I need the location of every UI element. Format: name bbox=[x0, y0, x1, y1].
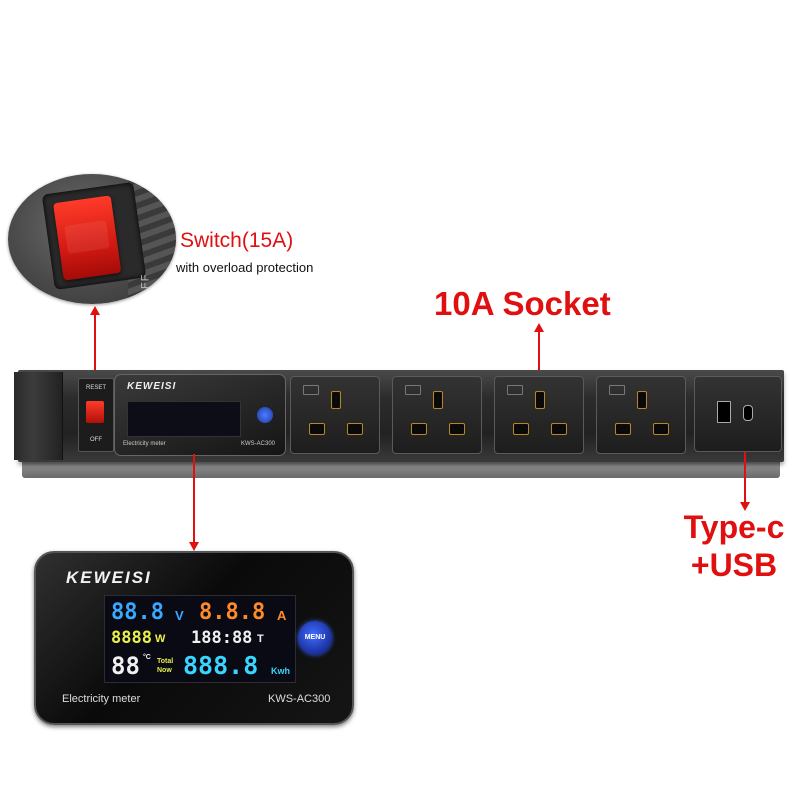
outlet-earth-pin bbox=[433, 391, 443, 409]
switch-subtitle: with overload protection bbox=[176, 260, 314, 275]
meter-arrow-line bbox=[193, 454, 195, 544]
outlet-neutral-pin bbox=[653, 423, 669, 435]
outlet-indicator bbox=[507, 385, 523, 395]
outlet-1[interactable] bbox=[290, 376, 380, 454]
usb-label-line-1: Type-c bbox=[683, 509, 785, 545]
voltage-readout: 88.8 bbox=[111, 600, 164, 625]
off-marking: OFF bbox=[139, 273, 152, 299]
strip-meter-menu-button[interactable] bbox=[257, 407, 273, 423]
usb-label: Type-c +USB bbox=[672, 508, 796, 584]
now-label: Now bbox=[157, 667, 172, 674]
outlet-live-pin bbox=[411, 423, 427, 435]
energy-readout: 888.8 bbox=[183, 651, 259, 680]
strip-power-switch[interactable]: RESET OFF bbox=[78, 378, 114, 452]
meter-closeup: KEWEISI 88.8 V 8.8.8 A 8888 W 188:88 T 8… bbox=[34, 551, 354, 725]
usb-c-port[interactable] bbox=[743, 405, 753, 421]
strip-meter-brand: KEWEISI bbox=[127, 381, 177, 392]
socket-arrow-line bbox=[538, 331, 540, 383]
outlet-earth-pin bbox=[637, 391, 647, 409]
switch-rocker[interactable] bbox=[86, 401, 104, 423]
usb-charging-module bbox=[694, 376, 782, 452]
socket-arrow-head bbox=[534, 323, 544, 332]
current-readout: 8.8.8 bbox=[199, 600, 266, 625]
voltage-unit: V bbox=[175, 608, 184, 623]
switch-title: Switch(15A) bbox=[180, 229, 294, 252]
usb-a-port[interactable] bbox=[717, 401, 731, 423]
strip-meter-caption: Electricity meter bbox=[123, 441, 166, 447]
socket-label: 10A Socket bbox=[434, 285, 611, 322]
outlet-earth-pin bbox=[535, 391, 545, 409]
rocker-switch-closeup bbox=[53, 195, 122, 281]
outlet-indicator bbox=[609, 385, 625, 395]
outlet-live-pin bbox=[309, 423, 325, 435]
strip-meter-display: KEWEISI Electricity meter KWS-AC300 bbox=[114, 374, 286, 456]
outlet-live-pin bbox=[615, 423, 631, 435]
switch-housing bbox=[41, 182, 147, 290]
switch-reset-label: RESET bbox=[85, 385, 106, 391]
strip-meter-model: KWS-AC300 bbox=[240, 441, 275, 447]
switch-arrow-head bbox=[90, 306, 100, 315]
time-unit: T bbox=[257, 633, 264, 645]
switch-arrow-line bbox=[94, 314, 96, 380]
meter-lcd-screen: 88.8 V 8.8.8 A 8888 W 188:88 T 88 °C Tot… bbox=[104, 595, 296, 683]
outlet-neutral-pin bbox=[449, 423, 465, 435]
meter-brand: KEWEISI bbox=[66, 568, 152, 587]
meter-model: KWS-AC300 bbox=[268, 693, 331, 705]
switch-off-label: OFF bbox=[90, 437, 102, 443]
outlet-4[interactable] bbox=[596, 376, 686, 454]
strip-end-cap bbox=[14, 372, 63, 460]
time-readout: 188:88 bbox=[191, 628, 253, 648]
strip-meter-screen bbox=[127, 401, 241, 437]
usb-label-line-2: +USB bbox=[690, 547, 778, 583]
usb-arrow-head bbox=[740, 502, 750, 511]
power-unit: W bbox=[155, 633, 166, 645]
outlet-2[interactable] bbox=[392, 376, 482, 454]
switch-closeup-image: OFF bbox=[8, 174, 176, 304]
total-label: Total bbox=[157, 658, 174, 665]
menu-button[interactable]: MENU bbox=[298, 621, 332, 655]
outlet-earth-pin bbox=[331, 391, 341, 409]
outlet-neutral-pin bbox=[551, 423, 567, 435]
temperature-readout: 88 bbox=[111, 652, 140, 680]
meter-arrow-head bbox=[189, 542, 199, 551]
strip-aluminium-base bbox=[22, 458, 780, 478]
energy-unit: Kwh bbox=[271, 666, 290, 676]
outlet-3[interactable] bbox=[494, 376, 584, 454]
temperature-unit: °C bbox=[143, 654, 151, 661]
power-readout: 8888 bbox=[111, 628, 152, 648]
usb-arrow-line bbox=[744, 452, 746, 504]
outlet-indicator bbox=[405, 385, 421, 395]
outlet-indicator bbox=[303, 385, 319, 395]
outlet-live-pin bbox=[513, 423, 529, 435]
current-unit: A bbox=[277, 608, 287, 623]
outlet-neutral-pin bbox=[347, 423, 363, 435]
meter-caption: Electricity meter bbox=[62, 693, 141, 705]
